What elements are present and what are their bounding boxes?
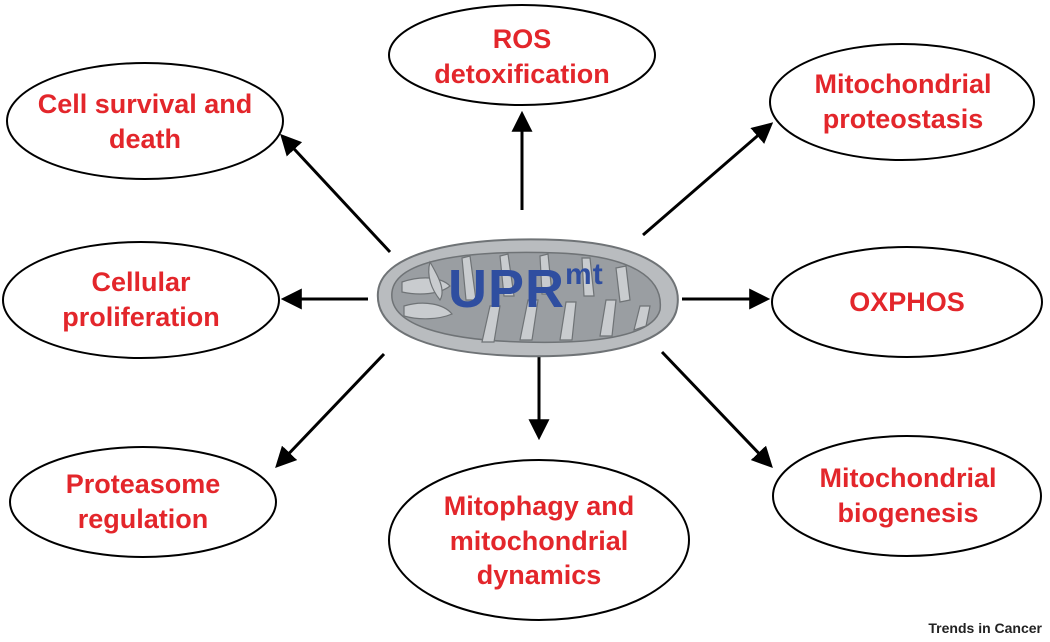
ellipse-ros bbox=[388, 4, 656, 106]
ellipse-proteasome bbox=[9, 446, 277, 558]
arrow-to-proteasome bbox=[275, 352, 386, 469]
node-mito-proteostasis-line-1: Mitochondrial bbox=[814, 69, 992, 100]
node-mito-biogenesis: Mitochondrial biogenesis bbox=[776, 450, 1040, 542]
ellipse-oxphos bbox=[771, 246, 1043, 358]
ellipse-mito-biogenesis bbox=[772, 435, 1042, 557]
node-proteasome-line-2: regulation bbox=[77, 504, 209, 534]
journal-credit: Trends in Cancer bbox=[928, 620, 1042, 636]
node-mitophagy-line-2: mitochondrial bbox=[449, 525, 629, 556]
node-cellular-proliferation-line-1: Cellular bbox=[91, 267, 191, 298]
center-label-superscript: mt bbox=[565, 258, 604, 291]
ellipse-cellular-proliferation bbox=[2, 241, 280, 359]
node-cellular-proliferation: Cellular proliferation bbox=[6, 254, 276, 346]
node-mitophagy-line-1: Mitophagy and bbox=[443, 491, 635, 522]
node-ros-line-2: detoxification bbox=[434, 59, 610, 89]
center-label-main: UPR bbox=[448, 259, 566, 319]
node-ros: ROS detoxification bbox=[392, 12, 652, 102]
node-proteasome: Proteasome regulation bbox=[12, 456, 274, 548]
ellipse-mito-proteostasis bbox=[769, 43, 1035, 161]
arrow-to-cell-survival bbox=[280, 133, 392, 254]
node-cell-survival: Cell survival and death bbox=[10, 76, 280, 168]
node-proteasome-line-1: Proteasome bbox=[65, 469, 221, 500]
ellipse-cell-survival bbox=[6, 62, 284, 180]
node-oxphos-line-1: OXPHOS bbox=[849, 286, 965, 317]
node-mito-proteostasis: Mitochondrial proteostasis bbox=[772, 56, 1034, 148]
node-ros-line-1: ROS bbox=[492, 24, 552, 55]
node-mito-biogenesis-line-2: biogenesis bbox=[837, 498, 979, 528]
node-cell-survival-line-1: Cell survival and bbox=[37, 89, 253, 120]
arrow-to-mito-biogenesis bbox=[660, 350, 773, 469]
mitochondrion-icon bbox=[376, 238, 679, 358]
arrow-to-mito-proteostasis bbox=[642, 122, 774, 237]
center-label: UPRmt bbox=[448, 258, 604, 320]
node-mito-proteostasis-line-2: proteostasis bbox=[822, 104, 984, 134]
node-oxphos: OXPHOS bbox=[774, 258, 1040, 346]
node-mito-biogenesis-line-1: Mitochondrial bbox=[819, 463, 997, 494]
node-cellular-proliferation-line-2: proliferation bbox=[62, 302, 220, 332]
node-cell-survival-line-2: death bbox=[108, 124, 181, 154]
ellipse-mitophagy bbox=[388, 459, 690, 621]
node-mitophagy-line-3: dynamics bbox=[476, 560, 602, 591]
